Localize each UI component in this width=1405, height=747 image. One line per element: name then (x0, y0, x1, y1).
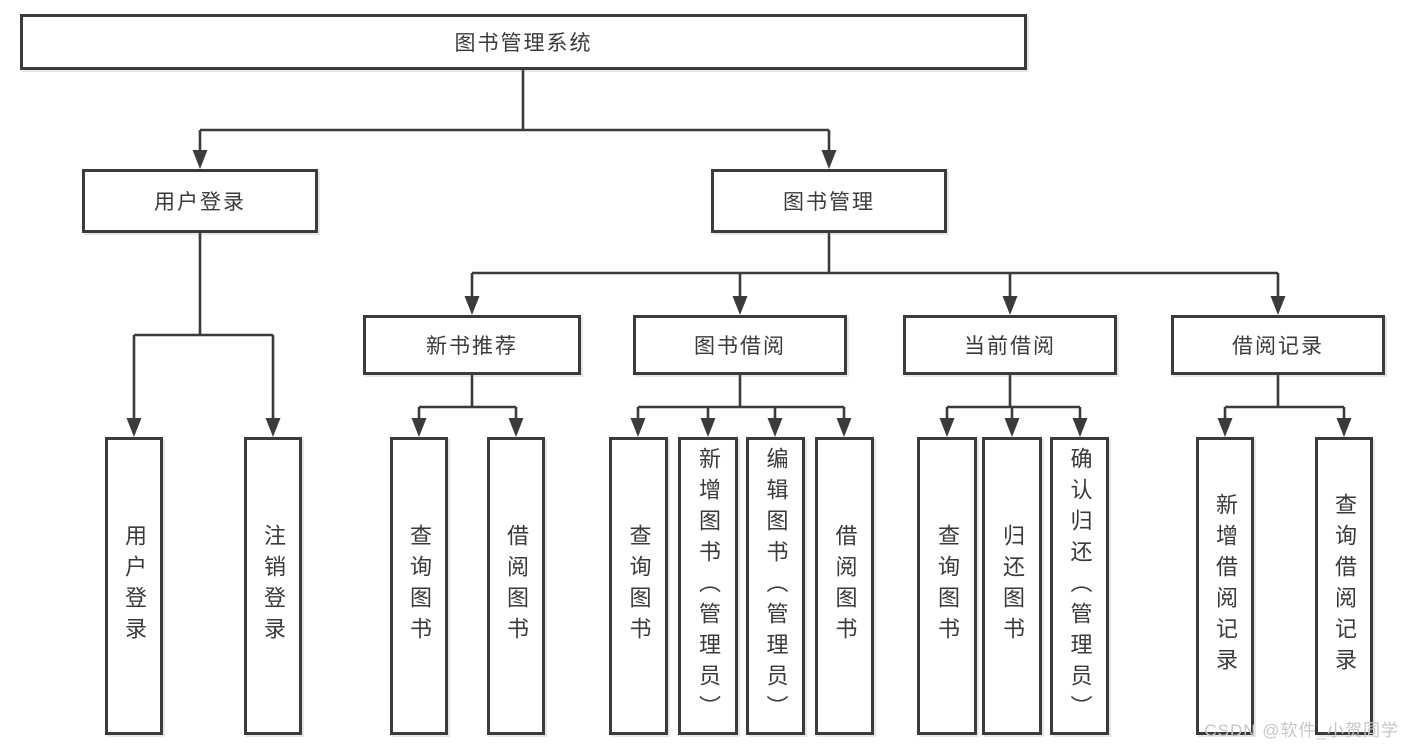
node-root-library-management-system: 图书管理系统 (20, 14, 1027, 70)
leaf-current-confirm-return-admin: 确认归还（管理员） (1050, 437, 1109, 735)
connector-userlogin-to-leaves (126, 233, 281, 437)
leaf-newbook-borrow-books-label: 借阅图书 (504, 524, 529, 648)
node-borrowing-records: 借阅记录 (1171, 315, 1385, 375)
leaf-borrowing-add-books-admin-label: 新增图书（管理员） (696, 446, 721, 726)
leaf-user-login: 用户登录 (105, 437, 163, 735)
leaf-newbook-query-books-label: 查询图书 (407, 524, 432, 648)
leaf-borrowing-edit-books-admin: 编辑图书（管理员） (746, 437, 805, 735)
leaf-current-confirm-return-admin-label: 确认归还（管理员） (1067, 446, 1093, 726)
leaf-current-query-books-label: 查询图书 (935, 524, 960, 648)
node-user-login-label: 用户登录 (154, 191, 246, 214)
leaf-borrowing-add-books-admin: 新增图书（管理员） (678, 437, 738, 735)
leaf-records-add-record: 新增借阅记录 (1196, 437, 1254, 735)
csdn-watermark: CSDN @软件_小贺同学 (1204, 721, 1399, 740)
leaf-user-login-label: 用户登录 (122, 524, 147, 648)
leaf-current-return-books: 归还图书 (982, 437, 1042, 735)
leaf-current-return-books-label: 归还图书 (1000, 524, 1025, 648)
leaf-borrowing-borrow-books-label: 借阅图书 (832, 524, 858, 648)
leaf-records-add-record-label: 新增借阅记录 (1213, 493, 1238, 679)
node-current-borrowing: 当前借阅 (903, 315, 1117, 375)
node-current-borrowing-label: 当前借阅 (964, 335, 1056, 358)
leaf-borrowing-edit-books-admin-label: 编辑图书（管理员） (763, 446, 789, 726)
leaf-logout: 注销登录 (244, 437, 302, 735)
leaf-newbook-query-books: 查询图书 (390, 437, 448, 735)
leaf-borrowing-query-books: 查询图书 (609, 437, 668, 735)
node-book-borrowing: 图书借阅 (633, 315, 847, 375)
leaf-newbook-borrow-books: 借阅图书 (487, 437, 545, 735)
connector-root-to-level2 (192, 69, 837, 169)
node-book-management-label: 图书管理 (783, 191, 875, 214)
connector-newbook-to-leaves (411, 375, 524, 437)
node-new-book-recommendation-label: 新书推荐 (426, 335, 518, 358)
leaf-borrowing-query-books-label: 查询图书 (626, 524, 652, 648)
connector-records-to-leaves (1217, 375, 1352, 437)
connector-current-to-leaves (939, 375, 1088, 437)
node-user-login: 用户登录 (82, 169, 318, 233)
node-book-management: 图书管理 (711, 169, 947, 233)
node-book-borrowing-label: 图书借阅 (694, 335, 786, 358)
leaf-borrowing-borrow-books: 借阅图书 (815, 437, 874, 735)
node-root-label: 图书管理系统 (454, 32, 593, 55)
leaf-records-query-record: 查询借阅记录 (1315, 437, 1373, 735)
connector-bookmgmt-to-level3 (464, 233, 1286, 315)
node-new-book-recommendation: 新书推荐 (363, 315, 581, 375)
leaf-current-query-books: 查询图书 (917, 437, 977, 735)
leaf-records-query-record-label: 查询借阅记录 (1332, 493, 1357, 679)
node-borrowing-records-label: 借阅记录 (1232, 335, 1324, 358)
connector-borrowing-to-leaves (630, 375, 852, 437)
leaf-logout-label: 注销登录 (261, 524, 286, 648)
